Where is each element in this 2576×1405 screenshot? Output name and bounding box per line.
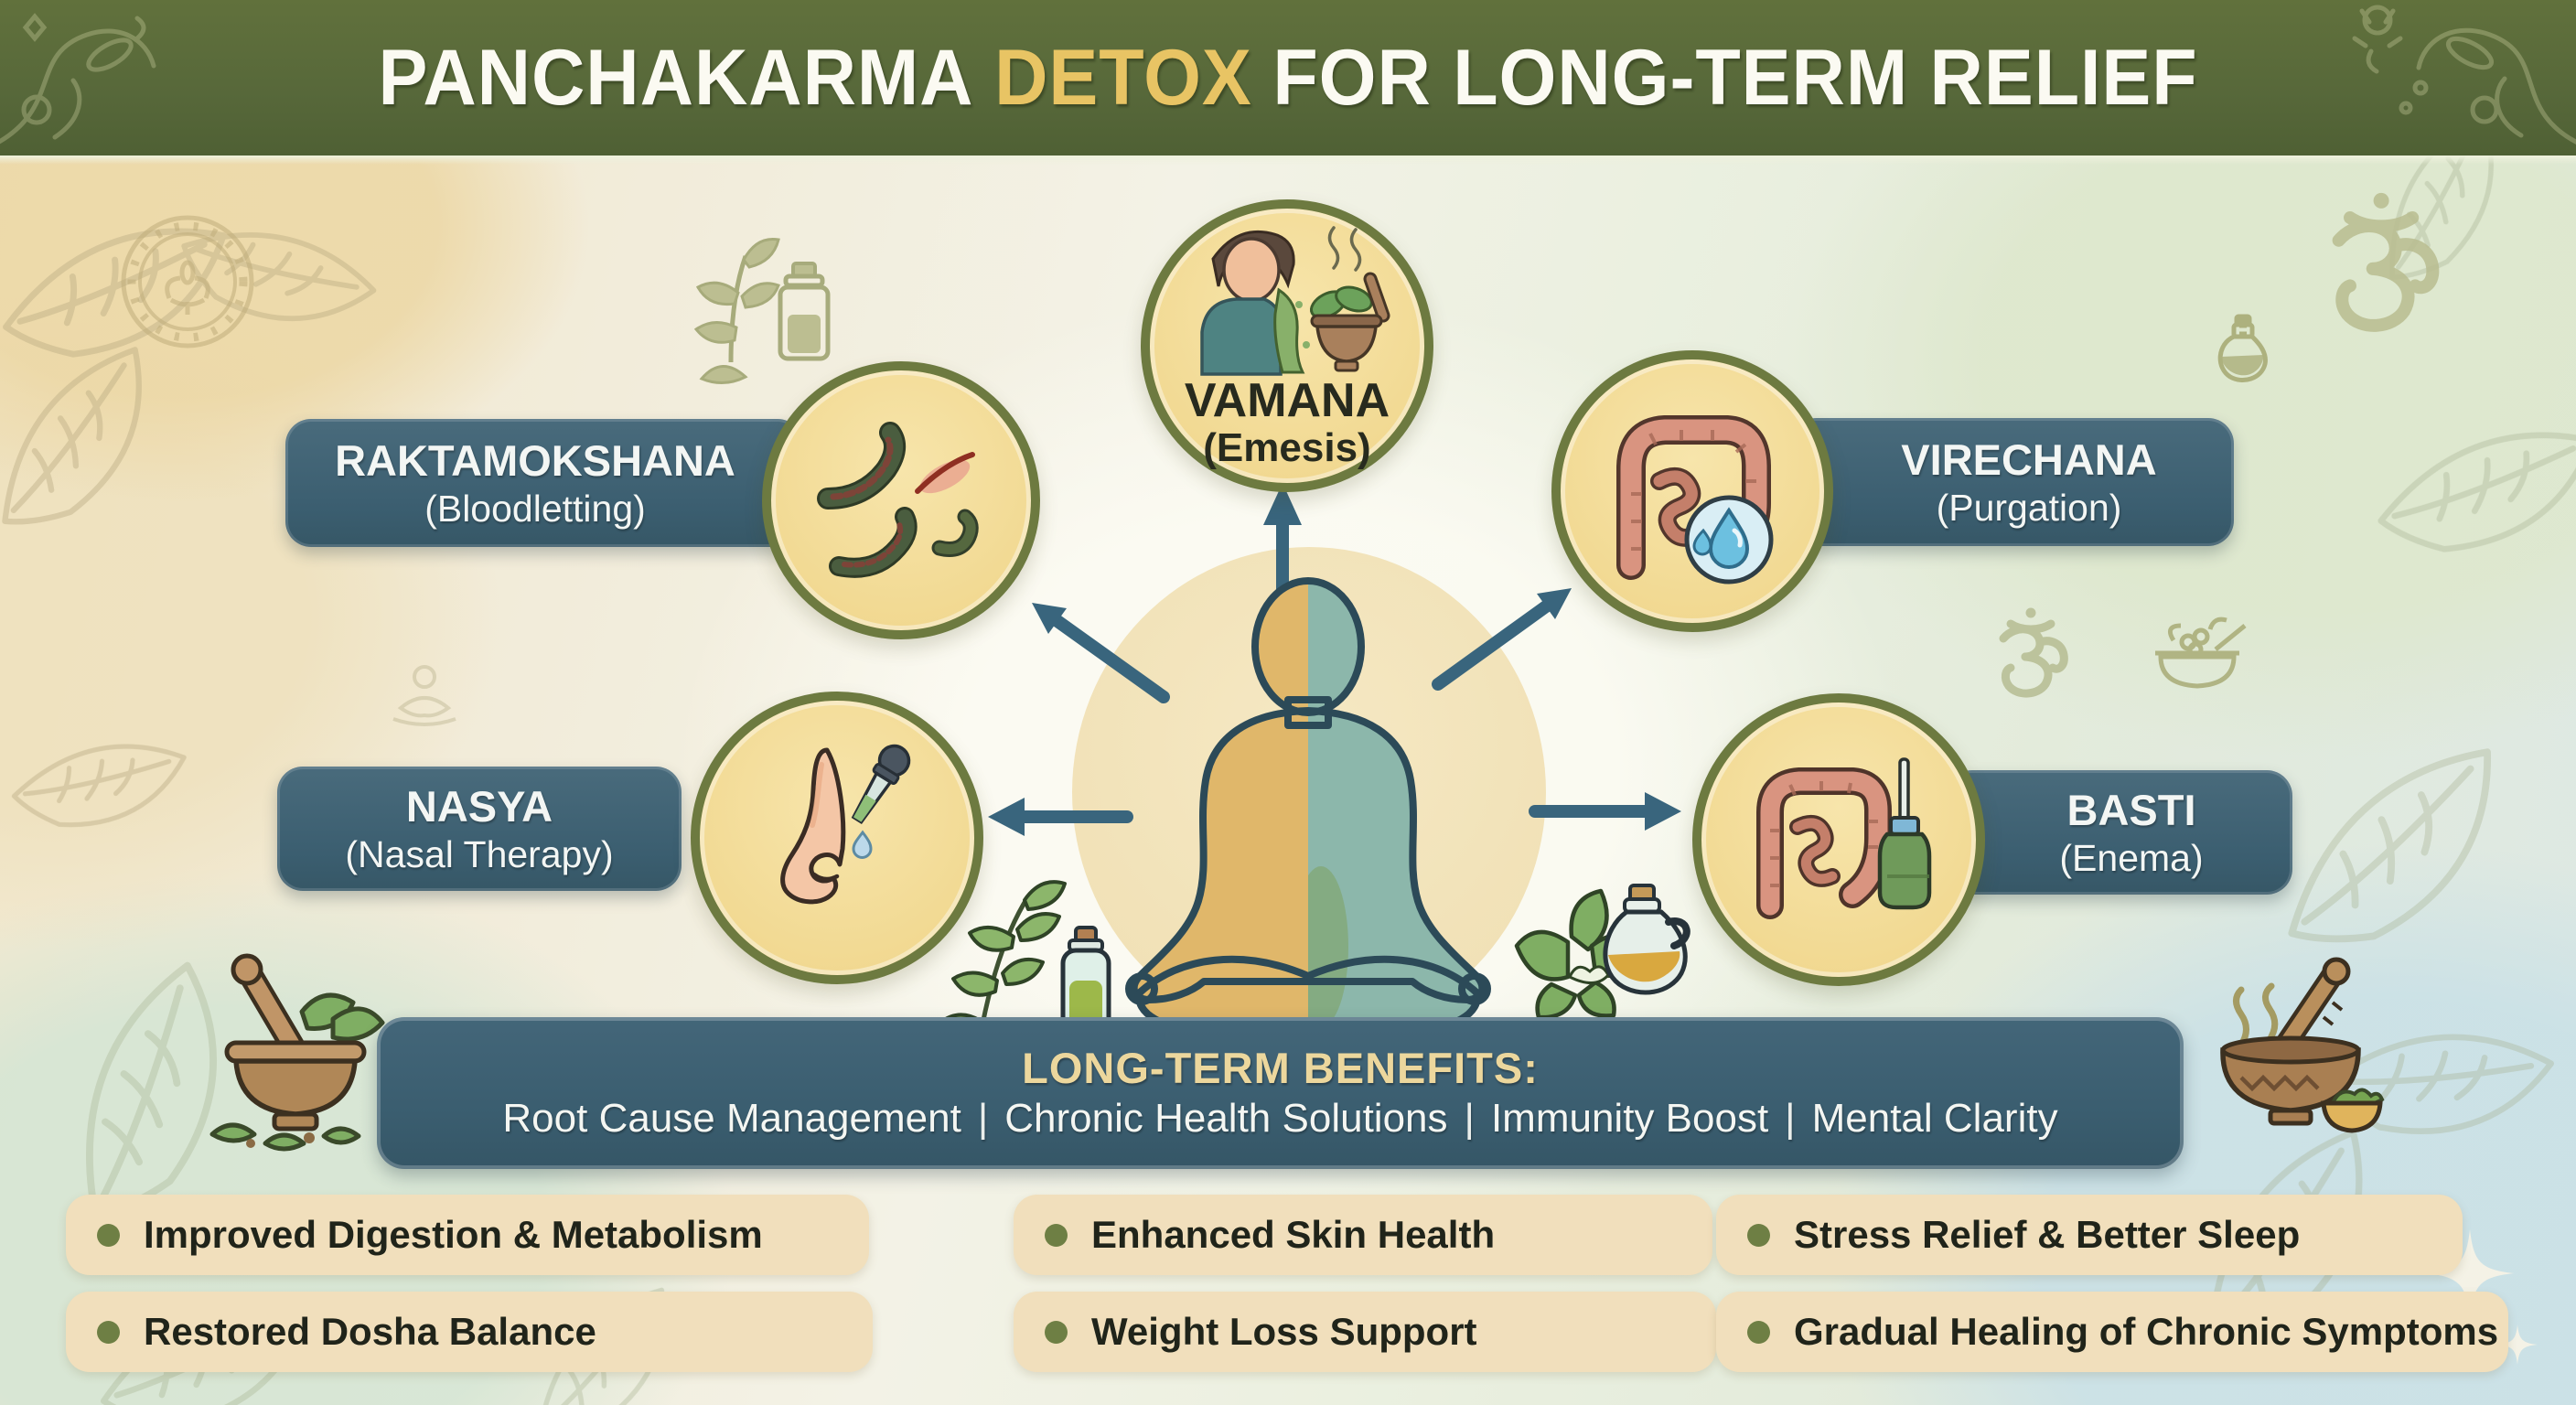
pill-label: Stress Relief & Better Sleep <box>1794 1213 2301 1256</box>
benefit-pill: Stress Relief & Better Sleep <box>1716 1195 2463 1275</box>
banner-corner-vines <box>0 5 2576 145</box>
label-nasya: NASYA (Nasal Therapy) <box>277 767 682 891</box>
separator: | <box>977 1095 989 1141</box>
pill-label: Gradual Healing of Chronic Symptoms <box>1794 1310 2499 1353</box>
basil-oil-cruet-icon <box>1514 884 1690 1020</box>
treatment-subtitle: (Emesis) <box>1203 425 1371 471</box>
intestines-water-drop-icon <box>1616 415 1774 585</box>
benefit-pill: Improved Digestion & Metabolism <box>66 1195 869 1275</box>
mortar-pestle-right-icon <box>2220 957 2385 1133</box>
mortar-outline-icon <box>2155 617 2247 689</box>
label-basti: BASTI (Enema) <box>1947 770 2292 895</box>
bullet-dot-icon <box>97 1320 120 1344</box>
herb-bottle-icon <box>693 237 831 384</box>
title-highlight: DETOX <box>994 33 1252 122</box>
treatment-name: VAMANA <box>1184 373 1390 427</box>
pill-label: Improved Digestion & Metabolism <box>144 1213 763 1256</box>
herb-sprig-bottle-icon <box>939 880 1111 1039</box>
benefits-title: LONG-TERM BENEFITS: <box>1022 1044 1539 1093</box>
benefit-item: Chronic Health Solutions <box>1004 1095 1448 1141</box>
separator: | <box>1464 1095 1475 1141</box>
treatment-name: BASTI <box>2066 786 2196 835</box>
circle-raktamokshana <box>762 361 1040 639</box>
benefit-item: Mental Clarity <box>1811 1095 2058 1141</box>
bullet-dot-icon <box>1747 1223 1770 1247</box>
title-text: FOR LONG-TERM RELIEF <box>1272 33 2198 122</box>
benefit-pill: Gradual Healing of Chronic Symptoms <box>1716 1292 2508 1372</box>
mortar-pestle-left-icon <box>209 953 385 1152</box>
intestines-enema-bottle-icon <box>1756 757 1932 919</box>
benefit-pill: Restored Dosha Balance <box>66 1292 873 1372</box>
label-raktamokshana: RAKTAMOKSHANA (Bloodletting) <box>285 419 803 547</box>
title-text: PANCHAKARMA <box>378 33 974 122</box>
bullet-dot-icon <box>97 1223 120 1247</box>
benefit-item: Root Cause Management <box>502 1095 961 1141</box>
benefits-items-line: Root Cause Management | Chronic Health Sol… <box>502 1095 2057 1143</box>
mandala-emblem <box>121 215 254 349</box>
benefit-item: Immunity Boost <box>1490 1095 1769 1141</box>
sparkle-icon <box>2426 1229 2538 1365</box>
bullet-dot-icon <box>1045 1223 1068 1247</box>
treatment-name: VIRECHANA <box>1901 435 2157 485</box>
nose-dropper-icon <box>780 744 911 905</box>
long-term-benefits-banner: LONG-TERM BENEFITS: Root Cause Managemen… <box>377 1017 2184 1169</box>
meditating-person <box>1052 563 1564 1056</box>
banner-edge-strip <box>0 156 2576 165</box>
bullet-dot-icon <box>1747 1320 1770 1344</box>
potion-bottle-icon <box>2217 314 2268 382</box>
treatment-subtitle: (Bloodletting) <box>424 487 646 530</box>
leeches-incision-icon <box>817 422 979 578</box>
circle-vamana: VAMANA (Emesis) <box>1141 199 1433 492</box>
pill-label: Weight Loss Support <box>1091 1310 1477 1353</box>
meditating-outline-icon <box>392 665 456 726</box>
arrow-to-raktamokshana <box>1051 615 1170 703</box>
treatment-name: NASYA <box>405 782 553 831</box>
treatment-subtitle: (Enema) <box>2059 836 2204 879</box>
treatment-name: RAKTAMOKSHANA <box>335 436 735 486</box>
benefit-pill: Weight Loss Support <box>1014 1292 1716 1372</box>
benefit-pill: Enhanced Skin Health <box>1014 1195 1712 1275</box>
vomiting-person-with-herbal-mortar-icon <box>1200 225 1390 376</box>
treatment-subtitle: (Nasal Therapy) <box>345 832 614 875</box>
label-virechana: VIRECHANA (Purgation) <box>1791 418 2234 546</box>
circle-virechana <box>1551 350 1833 632</box>
circle-nasya <box>691 692 983 984</box>
circle-basti <box>1692 693 1985 986</box>
treatment-subtitle: (Purgation) <box>1936 486 2122 529</box>
pill-label: Enhanced Skin Health <box>1091 1213 1496 1256</box>
pill-label: Restored Dosha Balance <box>144 1310 596 1353</box>
separator: | <box>1785 1095 1796 1141</box>
bullet-dot-icon <box>1045 1320 1068 1344</box>
arrow-to-virechana <box>1432 600 1552 691</box>
figure-teal-half <box>1308 581 1487 1034</box>
